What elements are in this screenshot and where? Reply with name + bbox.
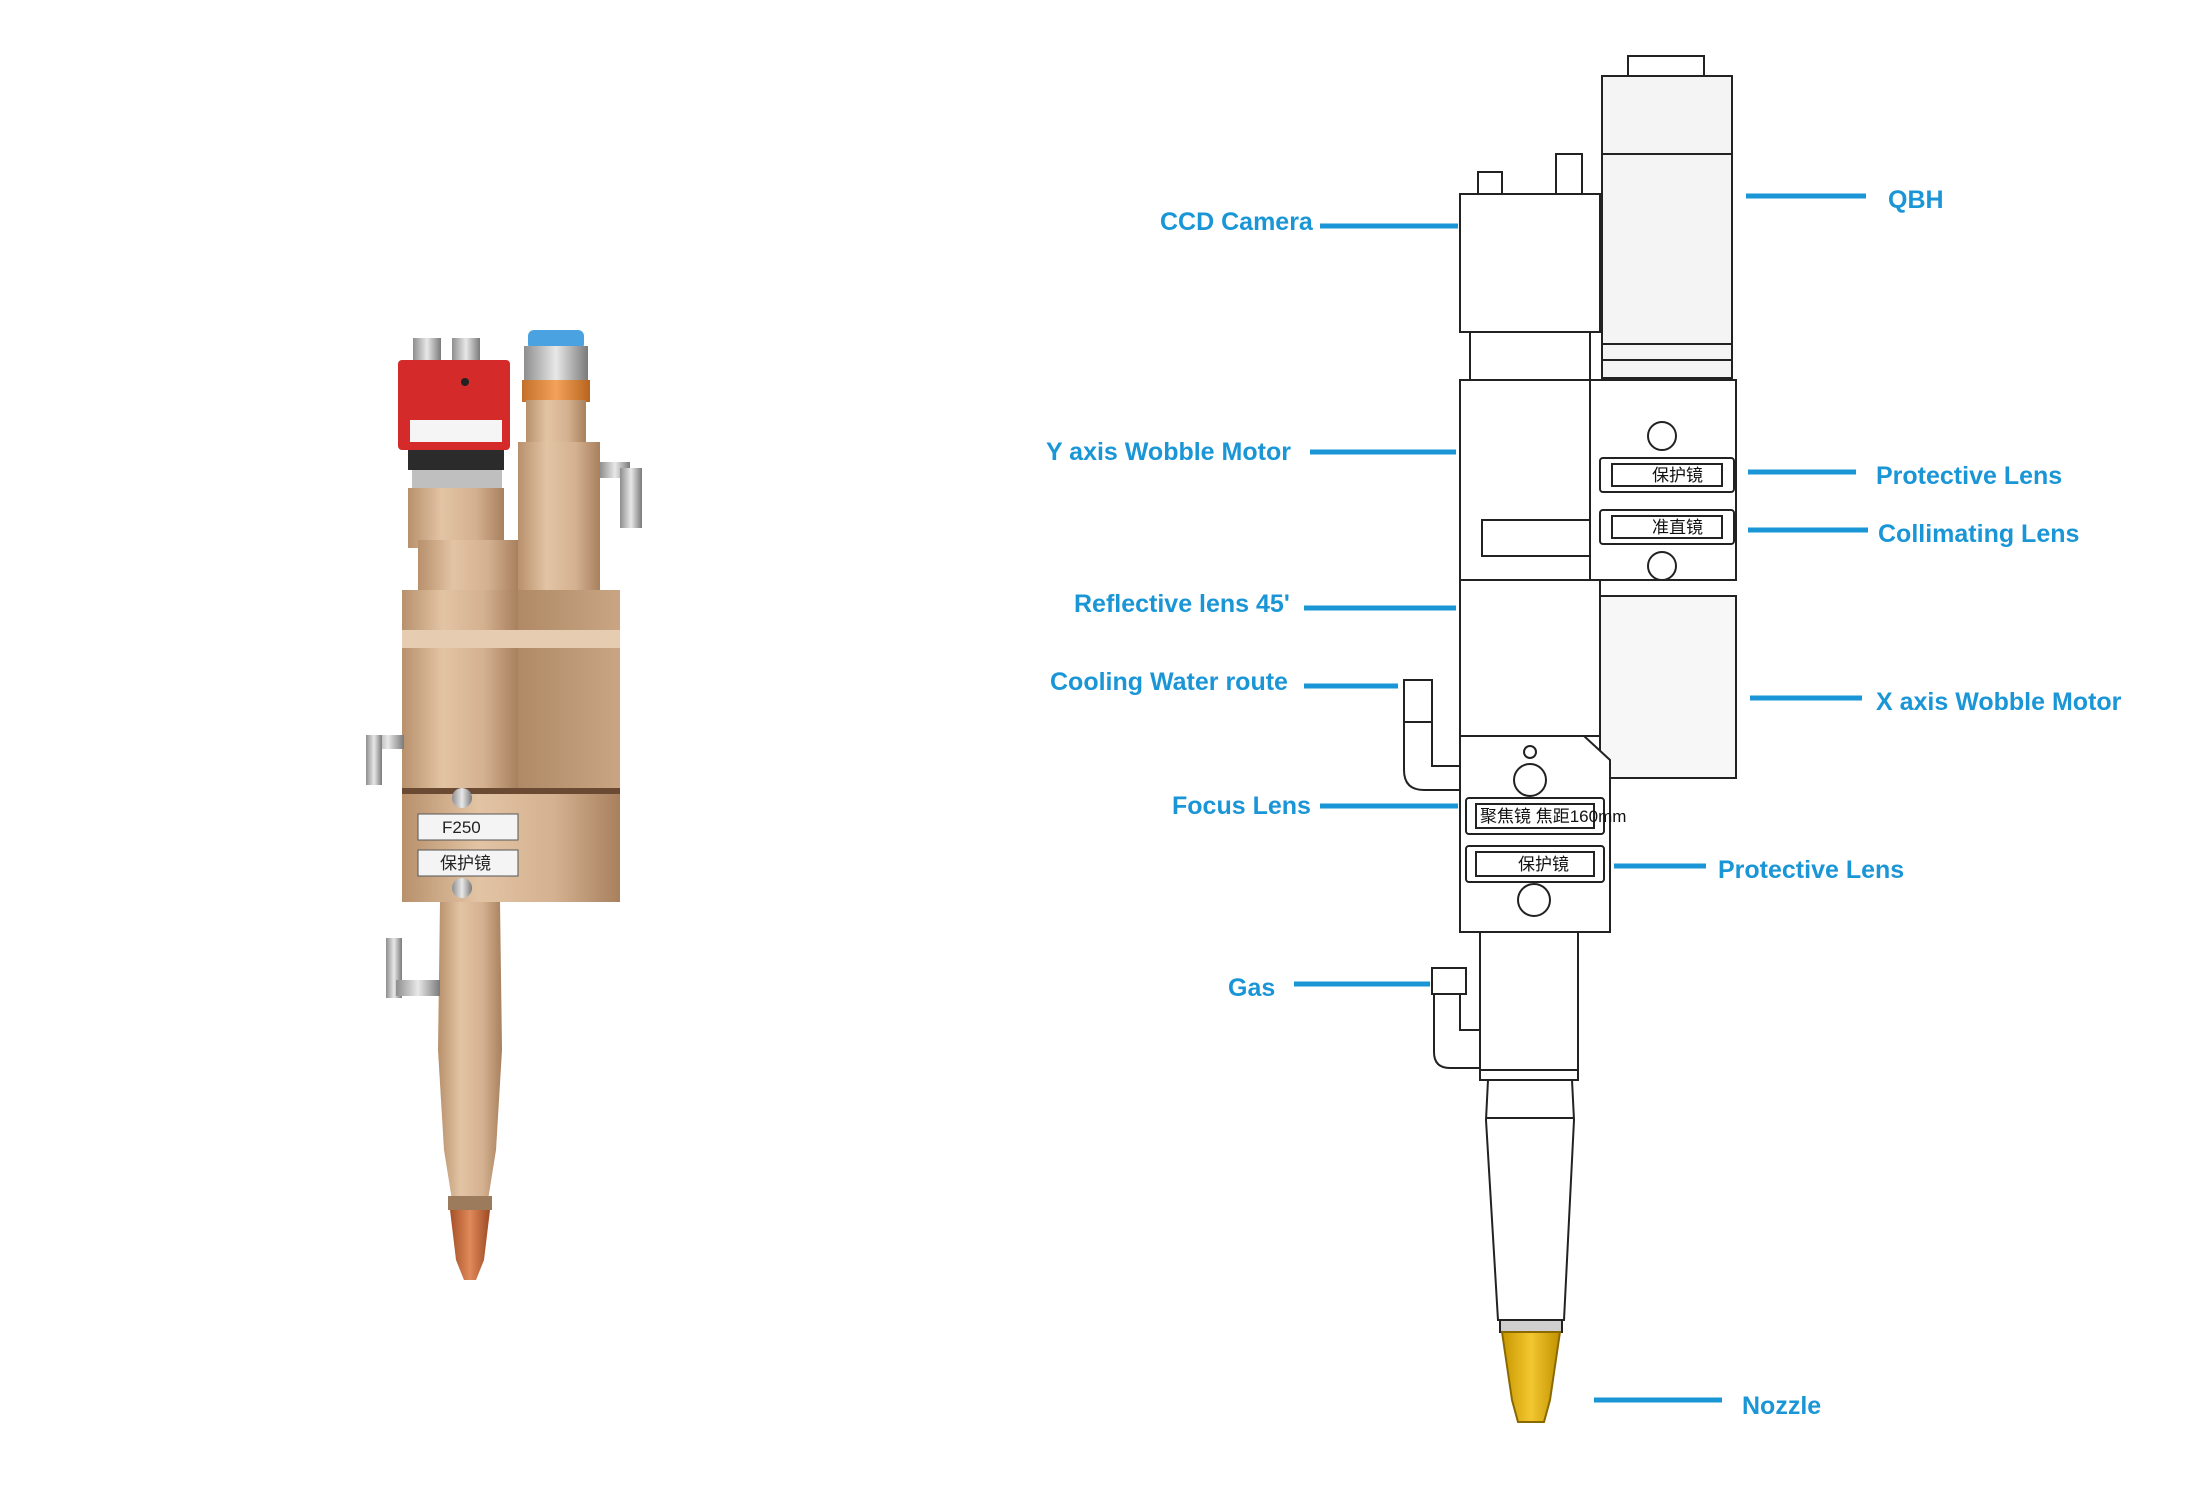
housing-seam [402,788,620,794]
gas-fitting-elbow-photo [396,980,440,996]
protective-lens-bottom-text: 保护镜 [1518,855,1569,874]
focus-lens-plate [1475,803,1595,829]
cooling-fitting-top [1403,679,1433,723]
upper-inner-block [1481,519,1591,557]
camera-post-1 [1477,171,1503,195]
drawing-screw-3 [1523,745,1537,759]
lower-tube [1479,931,1579,1081]
collimating-lens-plate [1611,515,1723,539]
gas-fitting-top-drawing [1431,967,1467,995]
protective-plate-text-photo: 保护镜 [440,854,491,873]
copper-nozzle-photo [450,1210,490,1280]
laser-head-drawing: 保护镜 准直镜 聚焦镜 焦距160mm 保护镜 [1403,55,1737,1423]
drawing-screw-5 [1517,883,1551,917]
label-protective-lens-bottom: Protective Lens [1718,856,1904,884]
protective-lens-bottom-plate [1475,851,1595,877]
camera-ring-drawing [1469,331,1591,381]
main-cube-top-plate [402,630,620,648]
qbh-cylinder [1601,75,1733,379]
nozzle-thread [1499,1319,1563,1333]
label-collimating-lens: Collimating Lens [1878,520,2079,548]
qbh-blue-cap [528,330,584,350]
label-y-axis-wobble-motor: Y axis Wobble Motor [1046,438,1291,466]
x-wobble-motor-drawing [1599,595,1737,779]
label-cooling-water-route: Cooling Water route [1050,668,1288,696]
label-qbh: QBH [1888,186,1944,214]
camera-tube [408,488,504,548]
nozzle-body-photo [438,902,502,1200]
screw-top-photo [452,788,472,808]
callout-labels: CCD Camera QBH Y axis Wobble Motor Prote… [1046,186,2122,1420]
qbh-orange-ring [522,380,590,402]
label-x-axis-wobble-motor: X axis Wobble Motor [1876,688,2122,716]
protective-plate-photo [417,849,519,877]
focus-plate-text-photo: F250 [442,818,481,837]
label-protective-lens-top: Protective Lens [1876,462,2062,490]
gas-fitting-elbow-drawing [1433,993,1481,1069]
laser-head-photo: F250 保护镜 [366,330,642,1280]
qbh-knurl [524,346,588,382]
drawing-screw-1 [1647,421,1677,451]
middle-housing-left [1459,579,1601,737]
label-ccd-camera: CCD Camera [1160,208,1314,236]
camera-dot [461,378,469,386]
nozzle-cone-drawing [1484,1079,1576,1321]
ccd-camera-drawing [1459,193,1601,333]
drawing-screw-2 [1647,551,1677,581]
water-fitting-right-elbow [620,468,642,528]
water-fitting-left-elbow [366,735,382,785]
cooling-fitting-elbow [1403,721,1461,791]
protective-lens-top-text: 保护镜 [1652,466,1703,485]
collimating-lens-text: 准直镜 [1652,518,1703,537]
protective-lens-top-plate [1611,463,1723,487]
screw-bottom-photo [452,878,472,898]
qbh-base [526,400,586,442]
camera-adapter [412,470,502,488]
focus-lens-text: 聚焦镜 焦距160mm [1480,807,1626,826]
qbh-top-cap [1627,55,1705,77]
label-nozzle: Nozzle [1742,1392,1821,1420]
label-reflective-lens: Reflective lens 45' [1074,590,1290,618]
leader-lines [1294,193,1868,1403]
collimator-housing [518,442,600,590]
main-cube-right [518,590,620,790]
drawing-screw-4 [1513,763,1547,797]
label-gas: Gas [1228,974,1275,1002]
lens-block-lower [402,794,620,902]
nozzle-ring-photo [448,1196,492,1210]
yellow-nozzle [1500,1331,1562,1423]
camera-lens-mount [408,450,504,470]
label-focus-lens: Focus Lens [1172,792,1311,820]
focus-plate-photo [417,813,519,841]
main-cube-left [402,590,518,790]
camera-sticker [410,420,502,442]
camera-post-2 [1555,153,1583,195]
